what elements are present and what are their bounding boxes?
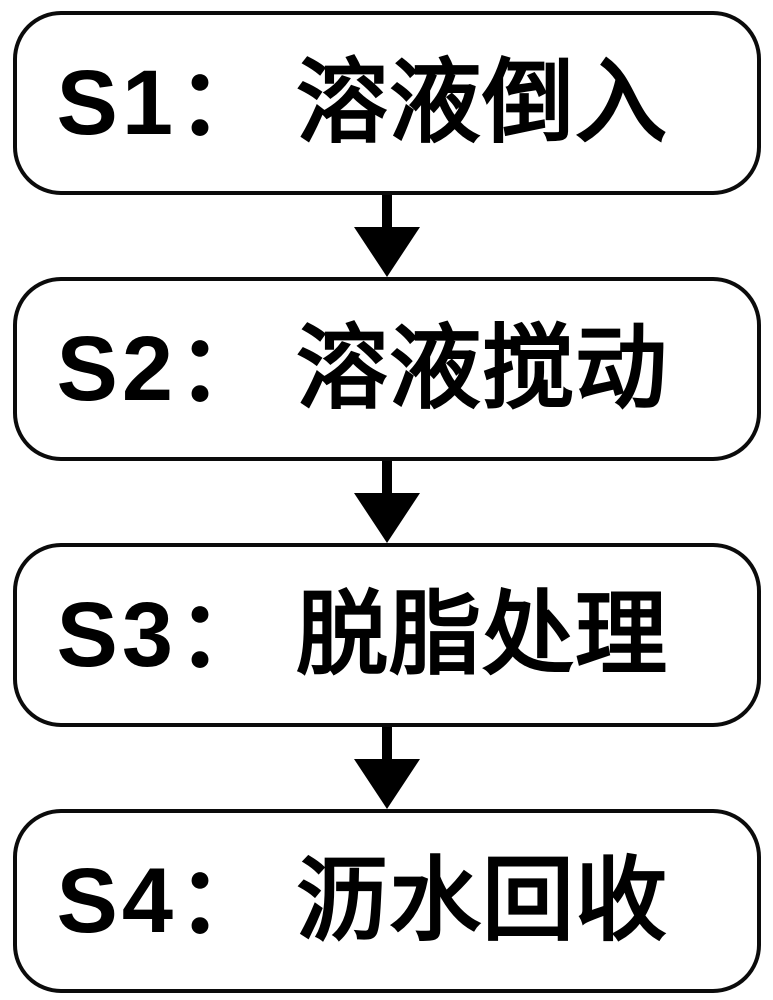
step-box-s3: S3：脱脂处理 — [12, 543, 761, 727]
arrowhead-down-icon — [353, 227, 420, 277]
arrow-stem — [381, 195, 392, 227]
step-text-s3: S3：脱脂处理 — [57, 589, 669, 681]
step-id: S3 — [56, 584, 178, 686]
step-separator: ： — [177, 52, 271, 154]
step-text-s4: S4：沥水回收 — [57, 855, 669, 947]
step-box-s4: S4：沥水回收 — [12, 809, 761, 993]
arrow-stem — [381, 727, 392, 759]
step-separator: ： — [177, 318, 271, 420]
step-label: 溶液倒入 — [296, 52, 669, 154]
down-arrow-2 — [353, 461, 420, 543]
step-text-s1: S1：溶液倒入 — [57, 57, 669, 149]
step-box-s1: S1：溶液倒入 — [12, 11, 761, 195]
step-separator: ： — [177, 850, 271, 952]
down-arrow-1 — [353, 195, 420, 277]
step-box-s2: S2：溶液搅动 — [12, 277, 761, 461]
down-arrow-3 — [353, 727, 420, 809]
step-label: 脱脂处理 — [296, 584, 669, 686]
step-separator: ： — [177, 584, 271, 686]
step-label: 溶液搅动 — [296, 318, 669, 420]
step-label: 沥水回收 — [296, 850, 669, 952]
step-text-s2: S2：溶液搅动 — [57, 323, 669, 415]
arrowhead-down-icon — [353, 493, 420, 543]
arrow-stem — [381, 461, 392, 493]
step-id: S4 — [56, 850, 178, 952]
arrowhead-down-icon — [353, 759, 420, 809]
step-id: S2 — [56, 318, 178, 420]
step-id: S1 — [56, 52, 178, 154]
